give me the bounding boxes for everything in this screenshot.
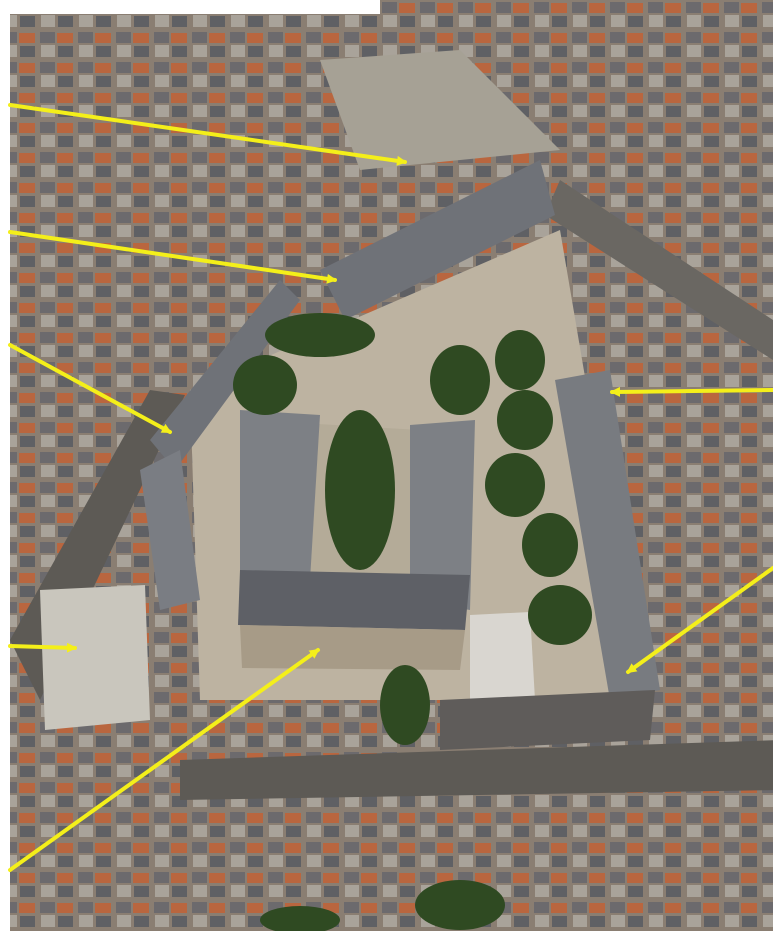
arrow-icon bbox=[626, 566, 773, 674]
white-left-margin bbox=[0, 14, 10, 931]
streets bbox=[10, 50, 773, 800]
main-facade bbox=[240, 625, 465, 670]
arrow-icon bbox=[8, 103, 407, 166]
building-wings bbox=[40, 160, 660, 750]
trees bbox=[233, 313, 592, 931]
white-top-margin bbox=[0, 0, 380, 14]
annotation-arrows bbox=[8, 103, 773, 872]
arrow-icon bbox=[8, 230, 337, 284]
arrow-icon bbox=[610, 386, 773, 397]
arrow-icon bbox=[8, 343, 172, 434]
arrow-icon bbox=[8, 648, 320, 872]
arrow-icon bbox=[8, 642, 77, 653]
